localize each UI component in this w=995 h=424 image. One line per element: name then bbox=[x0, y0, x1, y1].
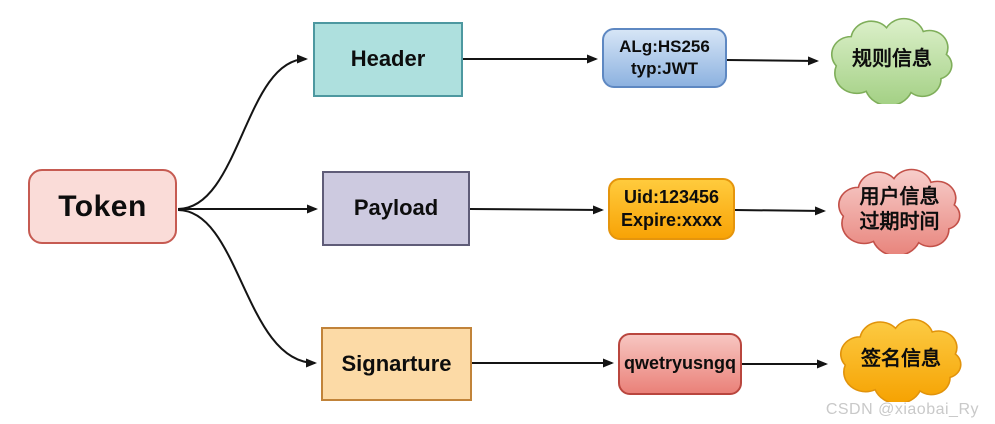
cloud-header-shape bbox=[830, 17, 953, 104]
value-node-payload: Uid:123456 Expire:xxxx bbox=[608, 178, 735, 240]
arrow-value-to-cloud-payload bbox=[734, 206, 826, 216]
stage-node-header: Header bbox=[313, 22, 463, 97]
arrow-token-to-header bbox=[177, 54, 308, 210]
cloud-payload-shape bbox=[838, 168, 961, 254]
cloud-signature-shape bbox=[839, 318, 962, 402]
cloud-header bbox=[830, 17, 953, 104]
value-header-line1: ALg:HS256 bbox=[619, 36, 710, 56]
value-header-line2: typ:JWT bbox=[630, 59, 699, 78]
value-payload-line2: Expire:xxxx bbox=[620, 210, 723, 230]
value-signature-line1: qwetryusngq bbox=[623, 353, 736, 374]
watermark: CSDN @xiaobai_Ry bbox=[825, 401, 979, 418]
arrow-value-to-cloud-header bbox=[726, 56, 819, 66]
value-node-signature: qwetryusngq bbox=[618, 333, 742, 395]
token-node: Token bbox=[28, 169, 177, 244]
value-payload-line1: Uid:123456 bbox=[623, 186, 720, 207]
arrow-token-to-signature bbox=[177, 209, 317, 368]
stage-node-signature: Signarture bbox=[321, 327, 472, 401]
stage-node-payload: Payload bbox=[322, 171, 470, 246]
arrow-payload-to-value bbox=[469, 205, 604, 215]
cloud-signature bbox=[839, 318, 962, 402]
value-node-header: ALg:HS256 typ:JWT bbox=[602, 28, 727, 88]
cloud-payload bbox=[838, 168, 961, 254]
